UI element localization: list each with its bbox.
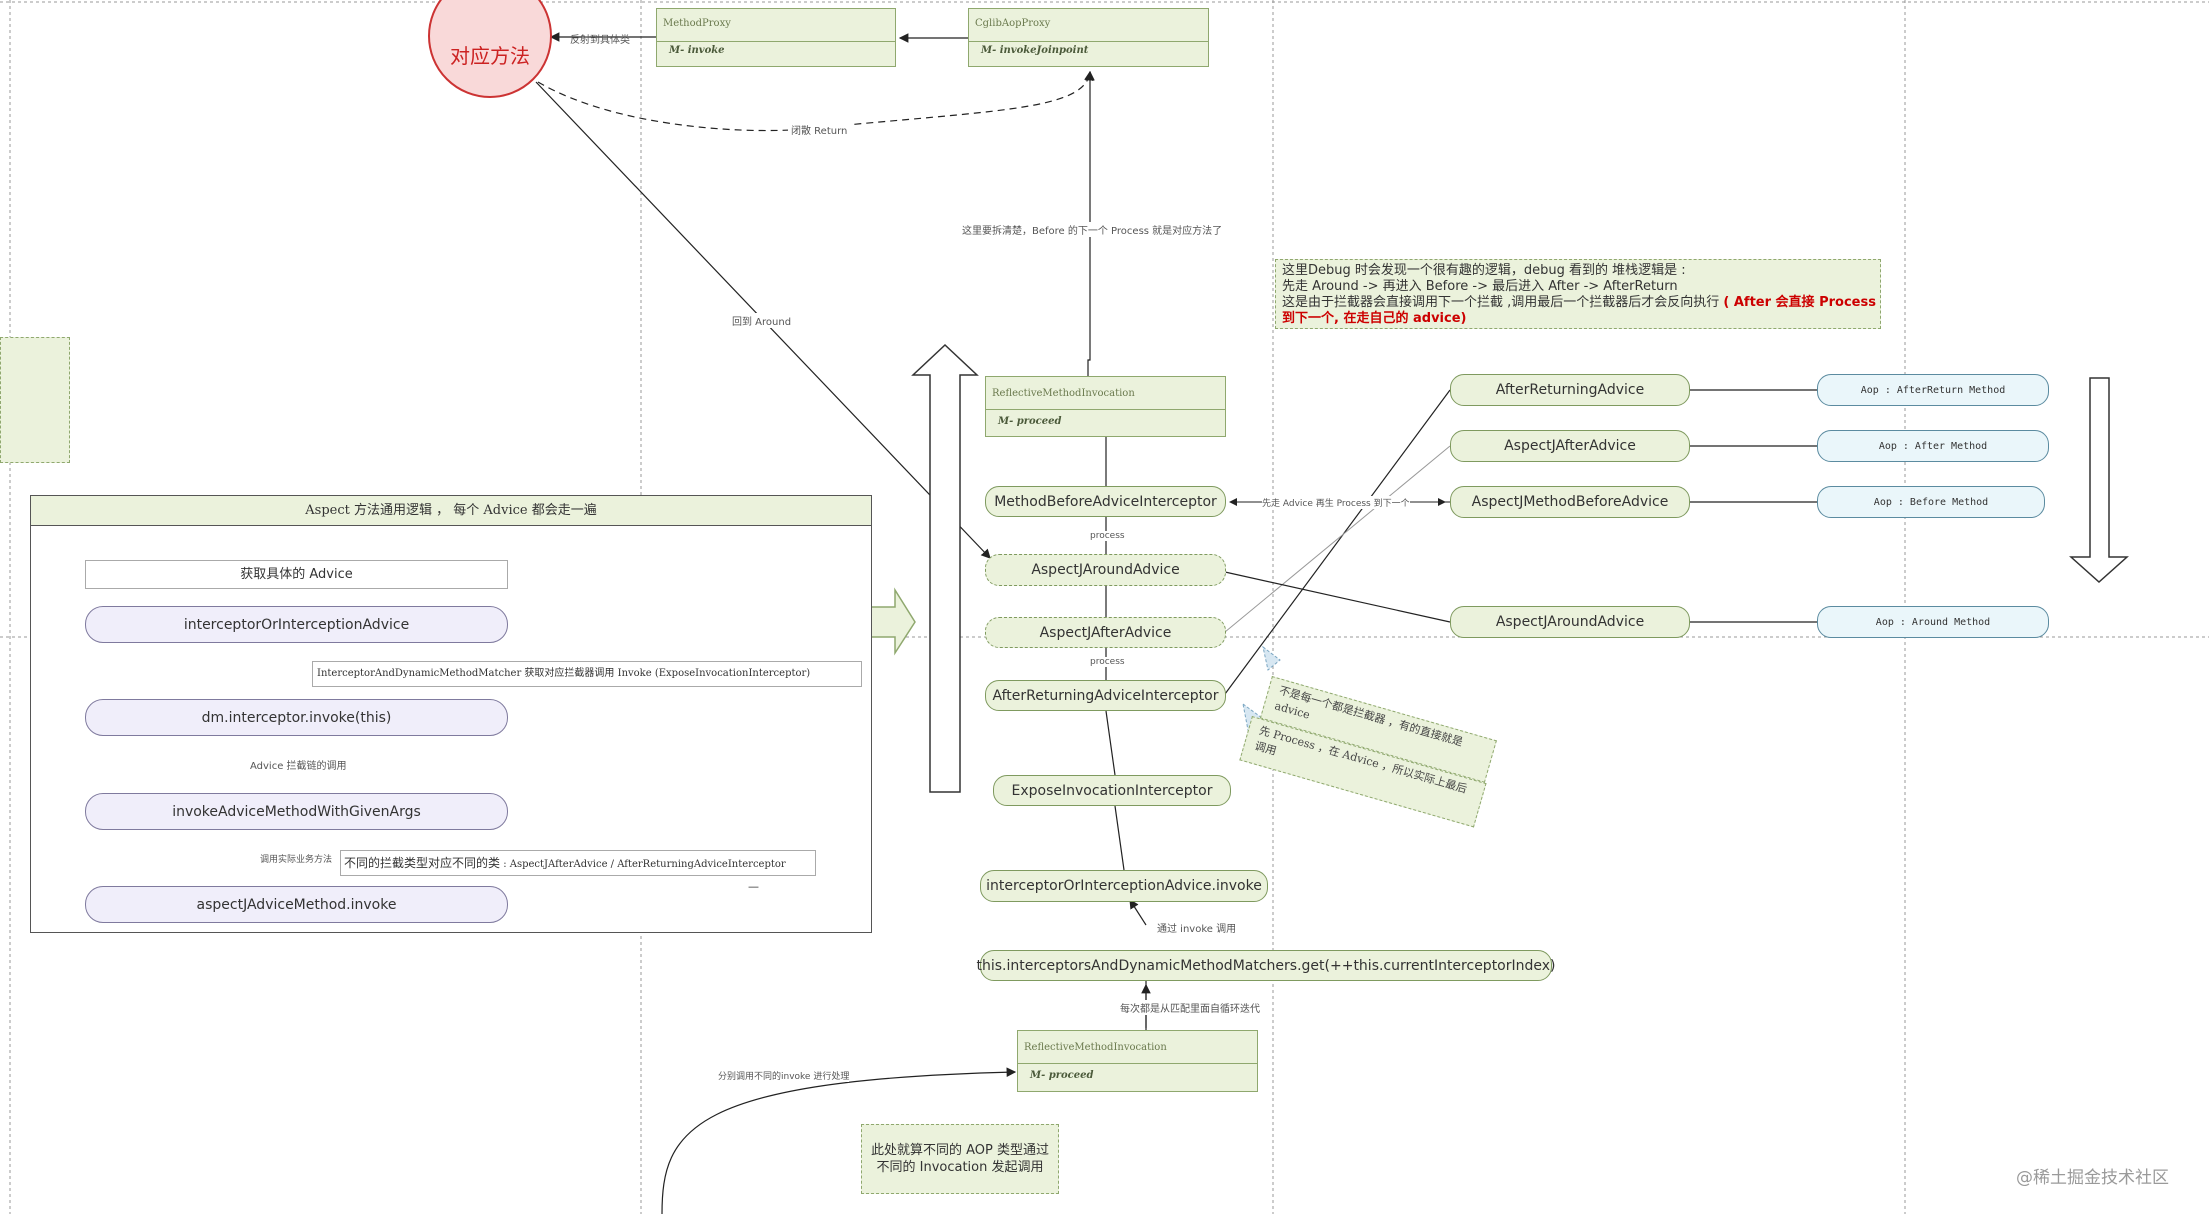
- debug-note-line2: 先走 Around -> 再进入 Before -> 最后进入 After ->…: [1282, 279, 1678, 294]
- types-note: 不同的拦截类型对应不同的类 : AspectJAfterAdvice / Aft…: [340, 850, 816, 876]
- get-interceptor-expression: this.interceptorsAndDynamicMethodMatcher…: [977, 950, 1556, 981]
- class-member: M- invokeJoinpoint: [981, 45, 1089, 56]
- watermark: @稀土掘金技术社区: [2016, 1168, 2169, 1188]
- process-label-1: process: [1090, 531, 1125, 541]
- cglib-proxy-class: CglibAopProxy M- invokeJoinpoint: [968, 8, 1209, 67]
- node-invoke-advice-method: invokeAdviceMethodWithGivenArgs: [85, 793, 508, 830]
- expose-invocation-interceptor: ExposeInvocationInterceptor: [993, 775, 1231, 806]
- class-header: ReflectiveMethodInvocation: [986, 377, 1225, 410]
- left-partial-box: [0, 337, 70, 463]
- process-label-2: process: [1090, 657, 1125, 667]
- debug-note-line4-red: 到下一个, 在走自己的 advice): [1282, 311, 1467, 326]
- invoke-call-label: 通过 invoke 调用: [1157, 920, 1237, 935]
- reflective-invocation-top: ReflectiveMethodInvocation M- proceed: [985, 376, 1226, 437]
- aspect-panel-title: Aspect 方法通用逻辑 ， 每个 Advice 都会走一遍: [31, 496, 871, 526]
- class-member: M- proceed: [998, 416, 1062, 427]
- class-member: M- invoke: [669, 45, 725, 56]
- matcher-note: InterceptorAndDynamicMethodMatcher 获取对应拦…: [312, 661, 862, 687]
- bottom-note-line1: 此处就算不同的 AOP 类型通过: [870, 1143, 1049, 1158]
- reflective-invocation-bottom: ReflectiveMethodInvocation M- proceed: [1017, 1030, 1258, 1092]
- around-label: 回到 Around: [730, 313, 794, 328]
- get-advice-note: 获取具体的 Advice: [85, 560, 508, 589]
- class-header: ReflectiveMethodInvocation: [1018, 1031, 1257, 1064]
- target-method-label: 对应方法: [450, 43, 530, 68]
- aspectj-after-advice-node: AspectJAfterAdvice: [985, 617, 1226, 648]
- debug-note-line3: 这是由于拦截器会直接调用下一个拦截 ,调用最后一个拦截器后才会反向执行: [1282, 295, 1720, 310]
- types-note-code: : AspectJAfterAdvice / AfterReturningAdv…: [500, 859, 786, 870]
- before-next-label: 先走 Advice 再生 Process 到下一个: [1262, 496, 1410, 509]
- interceptor-invoke-node: interceptorOrInterceptionAdvice.invoke: [980, 870, 1268, 902]
- method-before-advice-interceptor: MethodBeforeAdviceInterceptor: [985, 486, 1226, 517]
- matcher-note-text: InterceptorAndDynamicMethodMatcher 获取对应拦…: [317, 668, 811, 679]
- node-aspectj-advice-method-invoke: aspectJAdviceMethod.invoke: [85, 886, 508, 923]
- method-after-return: Aop : AfterReturn Method: [1817, 374, 2049, 406]
- dash-mark: —: [748, 880, 759, 893]
- reflect-label: 反射到具体类: [570, 35, 630, 46]
- node-dm-interceptor-invoke: dm.interceptor.invoke(this): [85, 699, 508, 736]
- debug-note-line1: 这里Debug 时会发现一个很有趣的逻辑，debug 看到的 堆栈逻辑是 :: [1282, 263, 1686, 278]
- method-before: Aop : Before Method: [1817, 486, 2045, 518]
- bottom-note-line2: 不同的 Invocation 发起调用: [876, 1160, 1044, 1175]
- target-method-circle: 对应方法: [428, 0, 552, 98]
- advice-aspectj-method-before: AspectJMethodBeforeAdvice: [1450, 486, 1690, 518]
- aspectj-around-advice-node: AspectJAroundAdvice: [985, 554, 1226, 586]
- class-member: M- proceed: [1030, 1070, 1094, 1081]
- method-proxy-class: MethodProxy M- invoke: [656, 8, 896, 67]
- advice-aspectj-after: AspectJAfterAdvice: [1450, 430, 1690, 462]
- method-after: Aop : After Method: [1817, 430, 2049, 462]
- iterate-label: 每次都是从匹配里面自循环迭代: [1120, 1000, 1260, 1015]
- advice-aspectj-around: AspectJAroundAdvice: [1450, 606, 1690, 638]
- return-label: 闭散 Return: [788, 122, 851, 137]
- debug-note: 这里Debug 时会发现一个很有趣的逻辑，debug 看到的 堆栈逻辑是 : 先…: [1275, 259, 1881, 329]
- chain-call-label: Advice 拦截链的调用: [248, 757, 349, 772]
- class-header: MethodProxy: [657, 9, 895, 42]
- class-header: CglibAopProxy: [969, 9, 1208, 42]
- types-note-zh: 不同的拦截类型对应不同的类: [344, 856, 501, 870]
- call-business-label: 调用实际业务方法: [258, 852, 335, 865]
- node-interceptor-or-interception-advice: interceptorOrInterceptionAdvice: [85, 606, 508, 643]
- before-next-process-label: 这里要拆清楚，Before 的下一个 Process 就是对应方法了: [960, 222, 1225, 237]
- method-around: Aop : Around Method: [1817, 606, 2049, 638]
- bottom-note: 此处就算不同的 AOP 类型通过 不同的 Invocation 发起调用: [861, 1124, 1059, 1194]
- advice-after-returning: AfterReturningAdvice: [1450, 374, 1690, 406]
- dispatch-label: 分别调用不同的invoke 进行处理: [718, 1069, 850, 1082]
- after-returning-advice-interceptor: AfterReturningAdviceInterceptor: [985, 680, 1226, 711]
- debug-note-line3-red: ( After 会直接 Process: [1723, 295, 1876, 310]
